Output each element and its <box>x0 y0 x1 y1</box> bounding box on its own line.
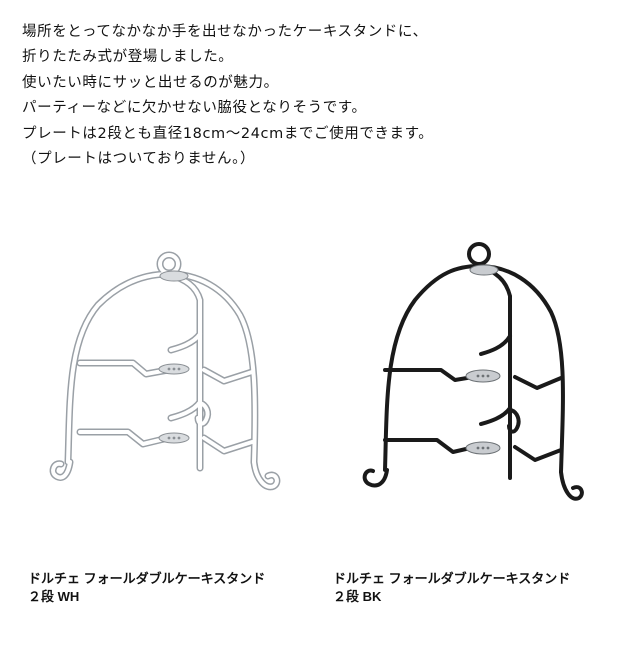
intro-line: 折りたたみ式が登場しました。 <box>22 49 234 66</box>
intro-line: 使いたい時にサッと出せるのが魅力。 <box>22 74 279 91</box>
cake-stand-white-image <box>49 251 281 491</box>
product-caption: ドルチェ フォールダブルケーキスタンド ２段 WH <box>28 570 265 606</box>
cake-stand-black-image <box>362 242 584 501</box>
intro-line: （プレートはついておりません。） <box>22 151 256 168</box>
product-name: ドルチェ フォールダブルケーキスタンド <box>28 571 266 586</box>
intro-line: プレートは2段とも直径18cm〜24cmまでご使用できます。 <box>22 125 434 142</box>
intro-line: 場所をとってなかなか手を出せなかったケーキスタンドに、 <box>22 24 428 40</box>
product-variant: ２段 BK <box>333 589 382 604</box>
product-variant: ２段 WH <box>28 589 80 604</box>
product-white: ドルチェ フォールダブルケーキスタンド ２段 WH <box>28 240 318 620</box>
product-name: ドルチェ フォールダブルケーキスタンド <box>333 571 571 586</box>
product-caption: ドルチェ フォールダブルケーキスタンド ２段 BK <box>333 570 570 606</box>
product-black: ドルチェ フォールダブルケーキスタンド ２段 BK <box>333 240 623 620</box>
intro-text: 場所をとってなかなか手を出せなかったケーキスタンドに、 折りたたみ式が登場しまし… <box>22 20 612 172</box>
intro-line: パーティーなどに欠かせない脇役となりそうです。 <box>22 100 367 117</box>
